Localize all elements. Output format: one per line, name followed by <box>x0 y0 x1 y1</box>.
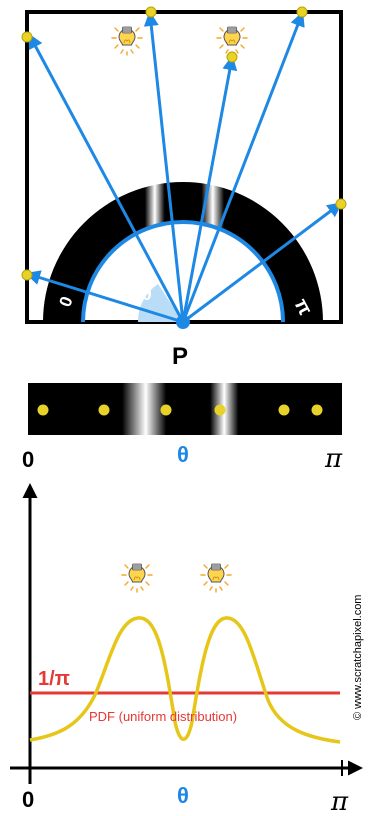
strip-end-label: π <box>324 444 343 474</box>
strip-sample-point <box>215 405 226 416</box>
strip-sample-point <box>161 405 172 416</box>
pdf-uniform-label: PDF (uniform distribution) <box>89 709 237 724</box>
hemisphere-panel: θ 0 π P <box>22 7 346 370</box>
sample-point <box>227 52 237 62</box>
watermark-text: © www.scratchapixel.com <box>352 595 364 720</box>
sample-point <box>336 199 346 209</box>
strip-sample-point <box>38 405 49 416</box>
sample-point <box>297 7 307 17</box>
sample-point <box>22 270 32 280</box>
origin-point <box>176 315 190 329</box>
theta-angle-label: θ <box>142 284 152 304</box>
plot-x-end-label: π <box>330 787 349 816</box>
sample-point <box>22 32 32 42</box>
strip-sample-point <box>312 405 323 416</box>
pdf-plot: 1/π PDF (uniform distribution) 0 θ π <box>10 486 360 816</box>
strip-sample-point <box>99 405 110 416</box>
plot-x-theta-label: θ <box>177 783 189 808</box>
point-p-label: P <box>172 343 188 370</box>
pdf-level-label: 1/π <box>38 668 70 690</box>
strip-sample-point <box>279 405 290 416</box>
environment-strip: 0 θ π <box>22 383 343 474</box>
plot-x-start-label: 0 <box>22 787 34 812</box>
strip-band <box>28 383 342 435</box>
strip-start-label: 0 <box>22 447 34 472</box>
light-bulb-icon <box>122 564 152 592</box>
light-bulb-icon <box>201 564 231 592</box>
strip-theta-label: θ <box>177 442 189 467</box>
sample-point <box>146 7 156 17</box>
